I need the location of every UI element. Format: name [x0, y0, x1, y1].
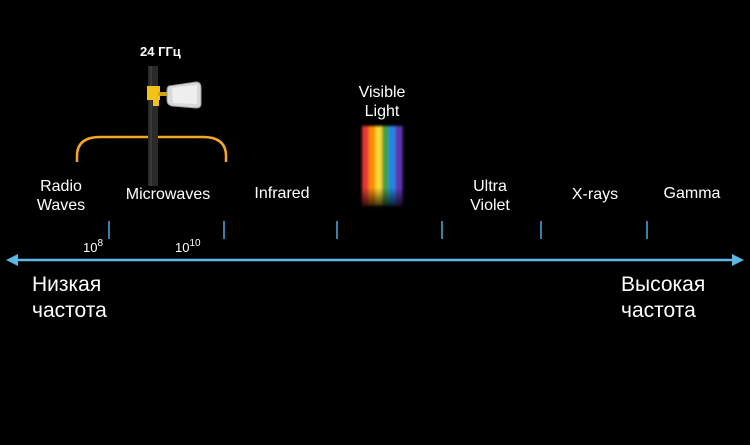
low-frequency-line: Низкая: [32, 273, 102, 296]
tick-label-exponent: 8: [97, 238, 104, 249]
axis-tick: [223, 221, 225, 239]
band-label-line: Violet: [470, 197, 510, 214]
band-label-line: Radio: [40, 178, 82, 195]
antenna-mount: [147, 86, 170, 106]
tick-label-10-10: 1010: [175, 238, 201, 255]
band-label-x-rays: X-rays: [571, 186, 619, 203]
high-frequency-line: Высокая: [621, 273, 706, 296]
axis-tick: [441, 221, 443, 239]
axis-tick: [646, 221, 648, 239]
band-label-line: Visible: [358, 84, 406, 101]
band-label-microwaves: Microwaves: [125, 186, 211, 203]
antenna-frequency-label: 24 ГГц: [140, 44, 181, 59]
band-label-line: Waves: [36, 197, 86, 214]
tick-label-base: 10: [83, 240, 98, 255]
frequency-axis-arrow: [6, 254, 744, 266]
band-label-ultra-violet: Ultra Violet: [450, 177, 530, 215]
axis-tick: [540, 221, 542, 239]
tick-label-10-8: 108: [83, 238, 103, 255]
axis-tick: [108, 221, 110, 239]
low-frequency-line: частота: [32, 299, 107, 322]
high-frequency-label: Высокая частота: [621, 272, 705, 324]
high-frequency-line: частота: [621, 299, 696, 322]
band-label-radio-waves: Radio Waves: [22, 177, 100, 215]
axis-tick: [336, 221, 338, 239]
band-label-gamma: Gamma: [663, 185, 721, 202]
tick-label-exponent: 10: [189, 238, 201, 249]
antenna-icon: [166, 81, 202, 109]
tick-label-base: 10: [175, 240, 190, 255]
band-label-visible-light: Visible Light: [342, 83, 422, 121]
band-label-line: Ultra: [473, 178, 507, 195]
band-label-line: Light: [364, 103, 400, 120]
band-label-infrared: Infrared: [254, 185, 310, 202]
low-frequency-label: Низкая частота: [32, 272, 107, 324]
antenna-pole: [148, 66, 158, 186]
